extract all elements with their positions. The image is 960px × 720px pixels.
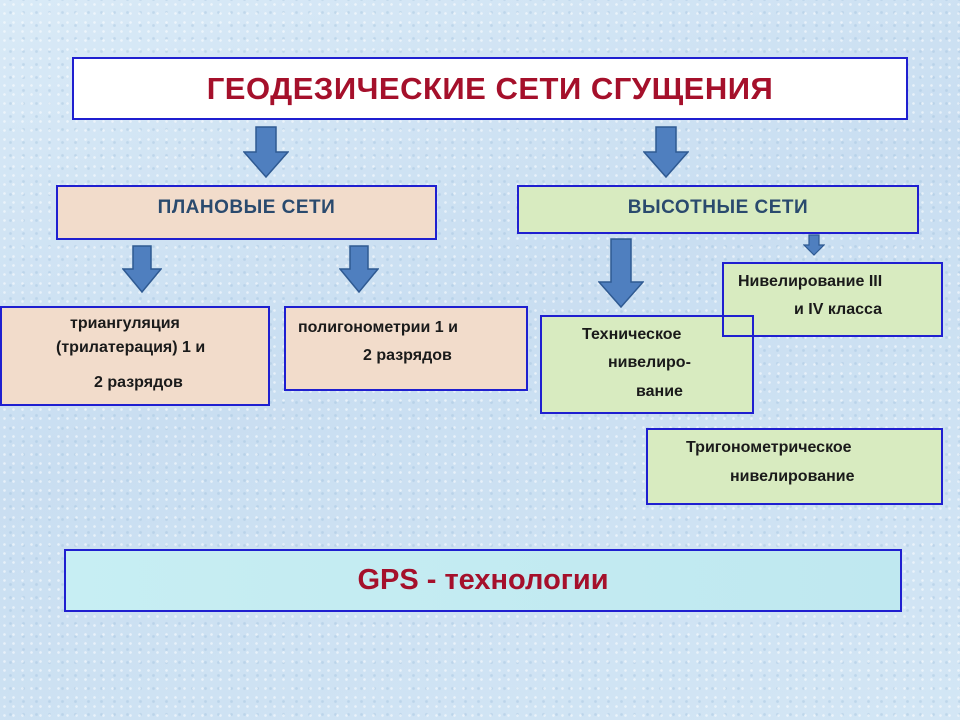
leveling-classes-box: Нивелирование III и IV класса bbox=[722, 262, 943, 337]
arrow-down-icon bbox=[598, 238, 644, 308]
leveling-classes-line-1: Нивелирование III bbox=[738, 273, 883, 290]
diagram-title: ГЕОДЕЗИЧЕСКИЕ СЕТИ СГУЩЕНИЯ bbox=[72, 57, 908, 120]
planovye-seti-box: ПЛАНОВЫЕ СЕТИ bbox=[56, 185, 437, 240]
triangulation-line-1: триангуляция bbox=[70, 315, 180, 332]
polygonometry-line-2: 2 разрядов bbox=[363, 347, 452, 364]
arrow-down-small-icon bbox=[803, 234, 825, 256]
polygonometry-line-1: полигонометрии 1 и bbox=[298, 319, 458, 336]
technical-leveling-outline bbox=[540, 315, 754, 414]
technical-leveling-box: Техническое нивелиро- вание bbox=[540, 315, 754, 414]
triangulation-line-3: 2 разрядов bbox=[94, 374, 183, 391]
trigonometric-leveling-line-2: нивелирование bbox=[730, 468, 855, 485]
gps-technologies-box: GPS - технологии bbox=[64, 549, 902, 612]
vysotnye-seti-box: ВЫСОТНЫЕ СЕТИ bbox=[517, 185, 919, 234]
trigonometric-leveling-line-1: Тригонометрическое bbox=[686, 439, 852, 456]
leveling-classes-line-2: и IV класса bbox=[794, 301, 882, 318]
technical-leveling-line-3: вание bbox=[636, 383, 683, 400]
trigonometric-leveling-box: Тригонометрическое нивелирование bbox=[646, 428, 943, 505]
planovye-seti-label: ПЛАНОВЫЕ СЕТИ bbox=[157, 197, 336, 218]
arrow-down-icon bbox=[243, 126, 289, 178]
polygonometry-box: полигонометрии 1 и 2 разрядов bbox=[284, 306, 528, 391]
arrow-down-icon bbox=[643, 126, 689, 178]
vysotnye-seti-label: ВЫСОТНЫЕ СЕТИ bbox=[627, 197, 809, 218]
technical-leveling-line-2: нивелиро- bbox=[608, 354, 691, 371]
triangulation-box: триангуляция (трилатерация) 1 и 2 разряд… bbox=[0, 306, 270, 406]
arrow-down-icon bbox=[339, 245, 379, 293]
technical-leveling-line-1: Техническое bbox=[582, 326, 682, 343]
arrow-down-icon bbox=[122, 245, 162, 293]
triangulation-line-2: (трилатерация) 1 и bbox=[56, 339, 206, 356]
